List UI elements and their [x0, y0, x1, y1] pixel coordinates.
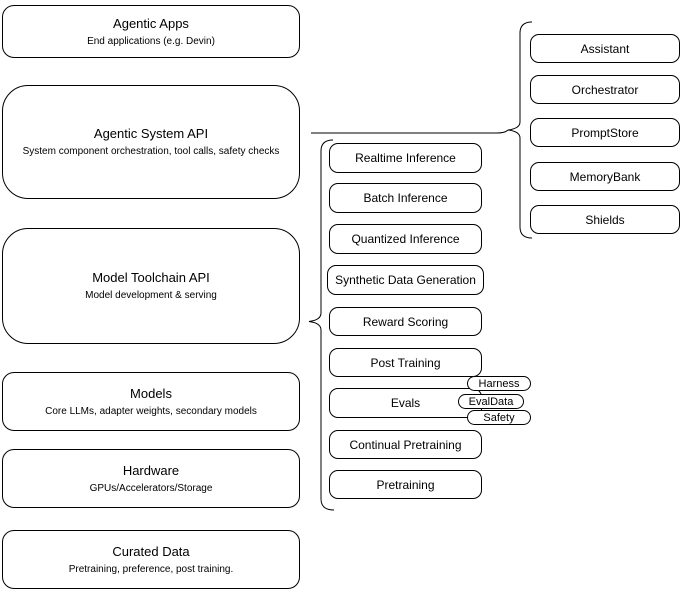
- node-hardware: Hardware GPUs/Accelerators/Storage: [2, 449, 300, 508]
- node-subtitle: Pretraining, preference, post training.: [68, 563, 234, 575]
- node-agentic-system-api: Agentic System API System component orch…: [2, 85, 300, 199]
- node-assistant: Assistant: [530, 34, 680, 63]
- tag-safety: Safety: [467, 410, 531, 425]
- tag-harness: Harness: [467, 376, 531, 391]
- toolchain-bracket: [308, 139, 335, 511]
- node-models: Models Core LLMs, adapter weights, secon…: [2, 372, 300, 431]
- node-batch-inference: Batch Inference: [329, 183, 482, 213]
- node-subtitle: Core LLMs, adapter weights, secondary mo…: [45, 405, 257, 417]
- node-title: Model Toolchain API: [92, 270, 210, 285]
- node-orchestrator: Orchestrator: [530, 75, 680, 104]
- node-pretraining: Pretraining: [329, 470, 482, 499]
- system-components-bracket: [507, 21, 533, 239]
- node-shields: Shields: [530, 205, 680, 234]
- node-title: Agentic System API: [93, 126, 209, 141]
- node-subtitle: GPUs/Accelerators/Storage: [89, 482, 213, 494]
- node-title: Hardware: [122, 462, 180, 478]
- node-evals: Evals: [329, 388, 482, 418]
- node-subtitle: End applications (e.g. Devin): [87, 35, 215, 47]
- node-quantized-inference: Quantized Inference: [329, 224, 482, 254]
- node-realtime-inference: Realtime Inference: [329, 143, 482, 173]
- node-post-training: Post Training: [329, 348, 482, 377]
- node-continual-pretraining: Continual Pretraining: [329, 430, 482, 459]
- system-api-connector-line: [311, 129, 509, 134]
- node-synthetic-data-generation: Synthetic Data Generation: [327, 265, 484, 295]
- node-agentic-apps: Agentic Apps End applications (e.g. Devi…: [2, 5, 300, 58]
- node-memorybank: MemoryBank: [530, 162, 680, 191]
- node-curated-data: Curated Data Pretraining, preference, po…: [2, 530, 300, 589]
- node-title: Models: [130, 385, 172, 401]
- node-subtitle: Model development & serving: [85, 290, 217, 301]
- node-title: Curated Data: [112, 543, 190, 559]
- node-reward-scoring: Reward Scoring: [329, 307, 482, 336]
- node-promptstore: PromptStore: [530, 118, 680, 147]
- tag-evaldata: EvalData: [458, 394, 524, 409]
- node-subtitle: System component orchestration, tool cal…: [22, 146, 280, 157]
- node-model-toolchain-api: Model Toolchain API Model development & …: [2, 228, 300, 344]
- node-title: Agentic Apps: [113, 15, 189, 31]
